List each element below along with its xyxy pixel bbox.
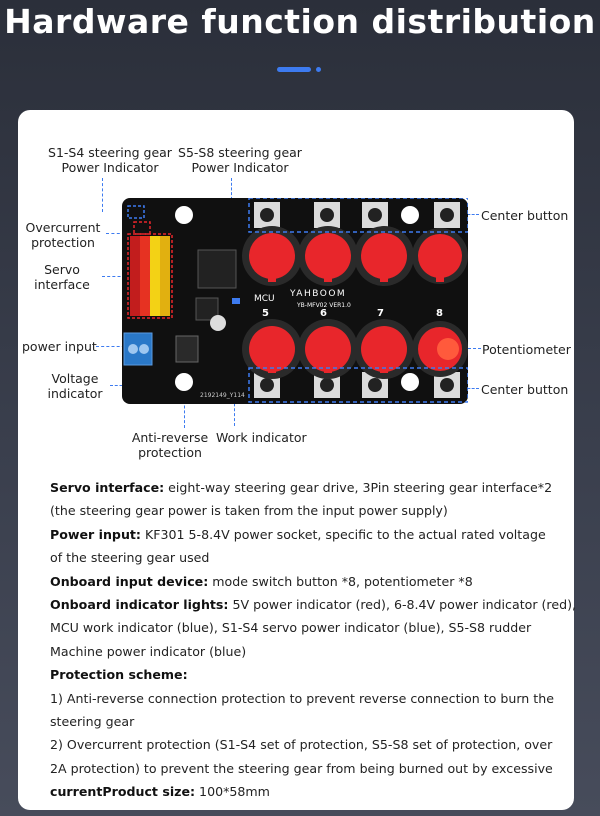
label-overcurrent-line2: protection	[31, 235, 95, 250]
label-anti-reverse: Anti-reverse protection	[128, 430, 212, 460]
page-title: Hardware function distribution	[4, 2, 596, 41]
title-underline-dot	[316, 67, 321, 72]
desc-lights-cont: MCU work indicator (blue), S1-S4 servo p…	[50, 620, 532, 636]
label-anti-line1: Anti-reverse	[131, 430, 209, 445]
board-serial: 2192149_Y114	[200, 392, 245, 399]
board-drawing	[123, 198, 468, 403]
leader-power-input	[96, 346, 130, 347]
leader-s1s4	[102, 178, 103, 212]
servo-board: YAHBOOM YB-MFV02 VER1.0 MCU 5 6 7 8 6-8.…	[116, 198, 468, 404]
board-voltage-text: 6-8.4V	[116, 359, 124, 382]
label-center-button-top: Center button	[481, 208, 569, 223]
knobs-bottom	[242, 319, 468, 379]
label-s1s4-line1: S1-S4 steering gear	[48, 145, 172, 160]
leader-servo	[102, 276, 136, 277]
desc-protection-1: 1) Anti-reverse connection protection to…	[50, 690, 554, 706]
mount-hole-tr	[401, 206, 419, 224]
label-servo-line2: interface	[34, 277, 90, 292]
mount-hole-br	[401, 373, 419, 391]
highlight-indicator	[127, 205, 145, 219]
desc-power-cont: of the steering gear used	[50, 550, 210, 566]
desc-protection-2: 2) Overcurrent protection (S1-S4 set of …	[50, 737, 553, 753]
desc-lights-cont2: Machine power indicator (blue)	[50, 643, 247, 659]
label-s5s8-line2: Power Indicator	[191, 160, 289, 175]
board-channel-7: 7	[377, 308, 384, 319]
leader-voltage	[110, 385, 132, 386]
board-model: YB-MFV02 VER1.0	[297, 302, 351, 309]
desc-protection-1-cont: steering gear	[50, 713, 135, 729]
leader-center-top	[463, 214, 479, 215]
desc-protection-2-cont: 2A protection) to prevent the steering g…	[50, 760, 553, 776]
label-overcurrent: Overcurrent protection	[20, 220, 106, 250]
label-servo-line1: Servo	[44, 262, 80, 277]
leader-overcurrent	[106, 233, 136, 234]
label-voltage-line2: indicator	[47, 386, 103, 401]
servo-pin-header	[130, 236, 170, 316]
label-power-input: power input	[22, 339, 97, 354]
label-voltage-line1: Voltage	[51, 371, 99, 386]
label-s1s4-indicator: S1-S4 steering gear Power Indicator	[40, 145, 180, 175]
label-anti-line2: protection	[138, 445, 202, 460]
highlight-overcurrent	[133, 221, 151, 235]
desc-power: Power input: KF301 5-8.4V power socket, …	[50, 526, 546, 542]
desc-protection-title: Protection scheme:	[50, 667, 188, 683]
work-led	[232, 298, 240, 304]
top-buttons	[254, 202, 460, 228]
board-channel-5: 5	[262, 308, 269, 319]
leader-potentiometer	[463, 348, 481, 349]
diode	[175, 335, 199, 363]
board-channel-6: 6	[320, 308, 327, 319]
board-mcu-label: MCU	[254, 294, 275, 304]
label-s5s8-indicator: S5-S8 steering gear Power Indicator	[170, 145, 310, 175]
label-overcurrent-line1: Overcurrent	[25, 220, 101, 235]
knobs-top	[242, 226, 468, 286]
desc-servo: Servo interface: eight-way steering gear…	[50, 480, 553, 495]
label-work-indicator: Work indicator	[216, 430, 307, 445]
mount-hole-bl	[175, 373, 193, 391]
mount-hole-tl	[175, 206, 193, 224]
label-voltage-indicator: Voltage indicator	[40, 371, 110, 401]
desc-servo-cont: (the steering gear power is taken from t…	[50, 503, 448, 519]
label-potentiometer: Potentiometer	[482, 342, 571, 357]
leader-s5s8	[231, 178, 232, 214]
label-s1s4-line2: Power Indicator	[61, 160, 159, 175]
leader-center-bottom	[463, 388, 479, 389]
highlight-servo	[127, 233, 173, 319]
description: Servo interface: eight-way steering gear…	[50, 476, 576, 803]
label-servo-interface: Servo interface	[22, 262, 102, 292]
desc-lights: Onboard indicator lights: 5V power indic…	[50, 596, 576, 612]
crystal	[210, 315, 226, 331]
label-s5s8-line1: S5-S8 steering gear	[178, 145, 302, 160]
board-channel-8: 8	[436, 308, 443, 319]
label-center-button-bottom: Center button	[481, 382, 569, 397]
board-brand: YAHBOOM	[290, 289, 347, 299]
mcu-chip	[197, 249, 237, 289]
driver-chip	[195, 297, 219, 321]
title-underline-bar	[277, 67, 311, 72]
desc-size: currentProduct size: 100*58mm	[50, 784, 270, 800]
desc-device: Onboard input device: mode switch button…	[50, 573, 473, 589]
